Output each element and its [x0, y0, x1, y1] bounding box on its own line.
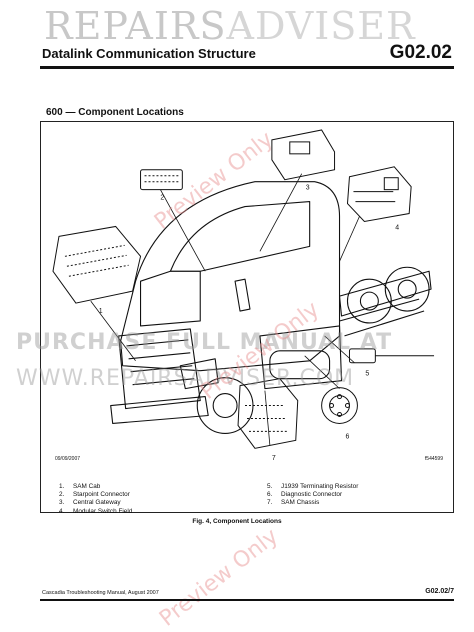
- callout-6: 6: [345, 433, 349, 440]
- terminating-resistor: [348, 348, 435, 364]
- truck-cab: [120, 181, 341, 372]
- callout-4: 4: [395, 224, 399, 231]
- modular-switch-field: [346, 166, 412, 223]
- footer-page-number: G02.02/7: [425, 588, 454, 595]
- rear-wheel-1: [346, 278, 392, 324]
- legend-item: 2.Starpoint Connector: [59, 491, 130, 499]
- figure-date: 09/09/2007: [55, 456, 81, 462]
- footer-manual-title: Cascadia Troubleshooting Manual, August …: [42, 590, 159, 596]
- legend-item: 6.Diagnostic Connector: [267, 491, 343, 499]
- legend-left-column: 1.SAM Cab 2.Starpoint Connector 3.Centra…: [59, 483, 132, 516]
- legend-item: 7.SAM Chassis: [267, 499, 320, 507]
- footer-divider: [40, 599, 454, 601]
- figure-caption: Fig. 4, Component Locations: [192, 518, 282, 525]
- header-divider: [40, 66, 454, 69]
- front-wheel: [196, 377, 254, 434]
- legend-right-column: 5.J1939 Terminating Resistor 6.Diagnosti…: [267, 483, 358, 508]
- central-gateway-module: [271, 129, 336, 181]
- rear-wheel-2: [384, 266, 430, 312]
- callout-5: 5: [365, 371, 369, 378]
- chassis-frame: [338, 270, 432, 317]
- section-title: 600 — Component Locations: [46, 107, 184, 118]
- callout-1: 1: [99, 308, 103, 315]
- legend-item: 1.SAM Cab: [59, 483, 101, 490]
- sam-cab-module: [52, 225, 142, 304]
- component-locations-figure: 1 2 3 4 5 6 7 09/09/2007 f544599 1.SAM C…: [40, 121, 454, 516]
- callout-7: 7: [272, 455, 276, 462]
- legend-item: 4.Modular Switch Field: [59, 507, 133, 515]
- brand-watermark-logo: REPAIRSADVISER: [44, 6, 416, 46]
- starpoint-connector: [140, 169, 183, 191]
- legend-item: 3.Central Gateway: [59, 499, 121, 507]
- truck-grille: [118, 328, 201, 410]
- document-section-code: G02.02: [389, 42, 452, 63]
- legend-item: 5.J1939 Terminating Resistor: [267, 483, 359, 490]
- diagnostic-connector: [321, 387, 358, 424]
- figure-reference: f544599: [424, 456, 443, 462]
- callout-2: 2: [160, 195, 164, 202]
- preview-watermark: Preview Only: [155, 523, 284, 632]
- truck-component-illustration: 1 2 3 4 5 6 7: [52, 129, 435, 462]
- document-header-title: Datalink Communication Structure: [42, 46, 256, 61]
- callout-3: 3: [306, 185, 310, 192]
